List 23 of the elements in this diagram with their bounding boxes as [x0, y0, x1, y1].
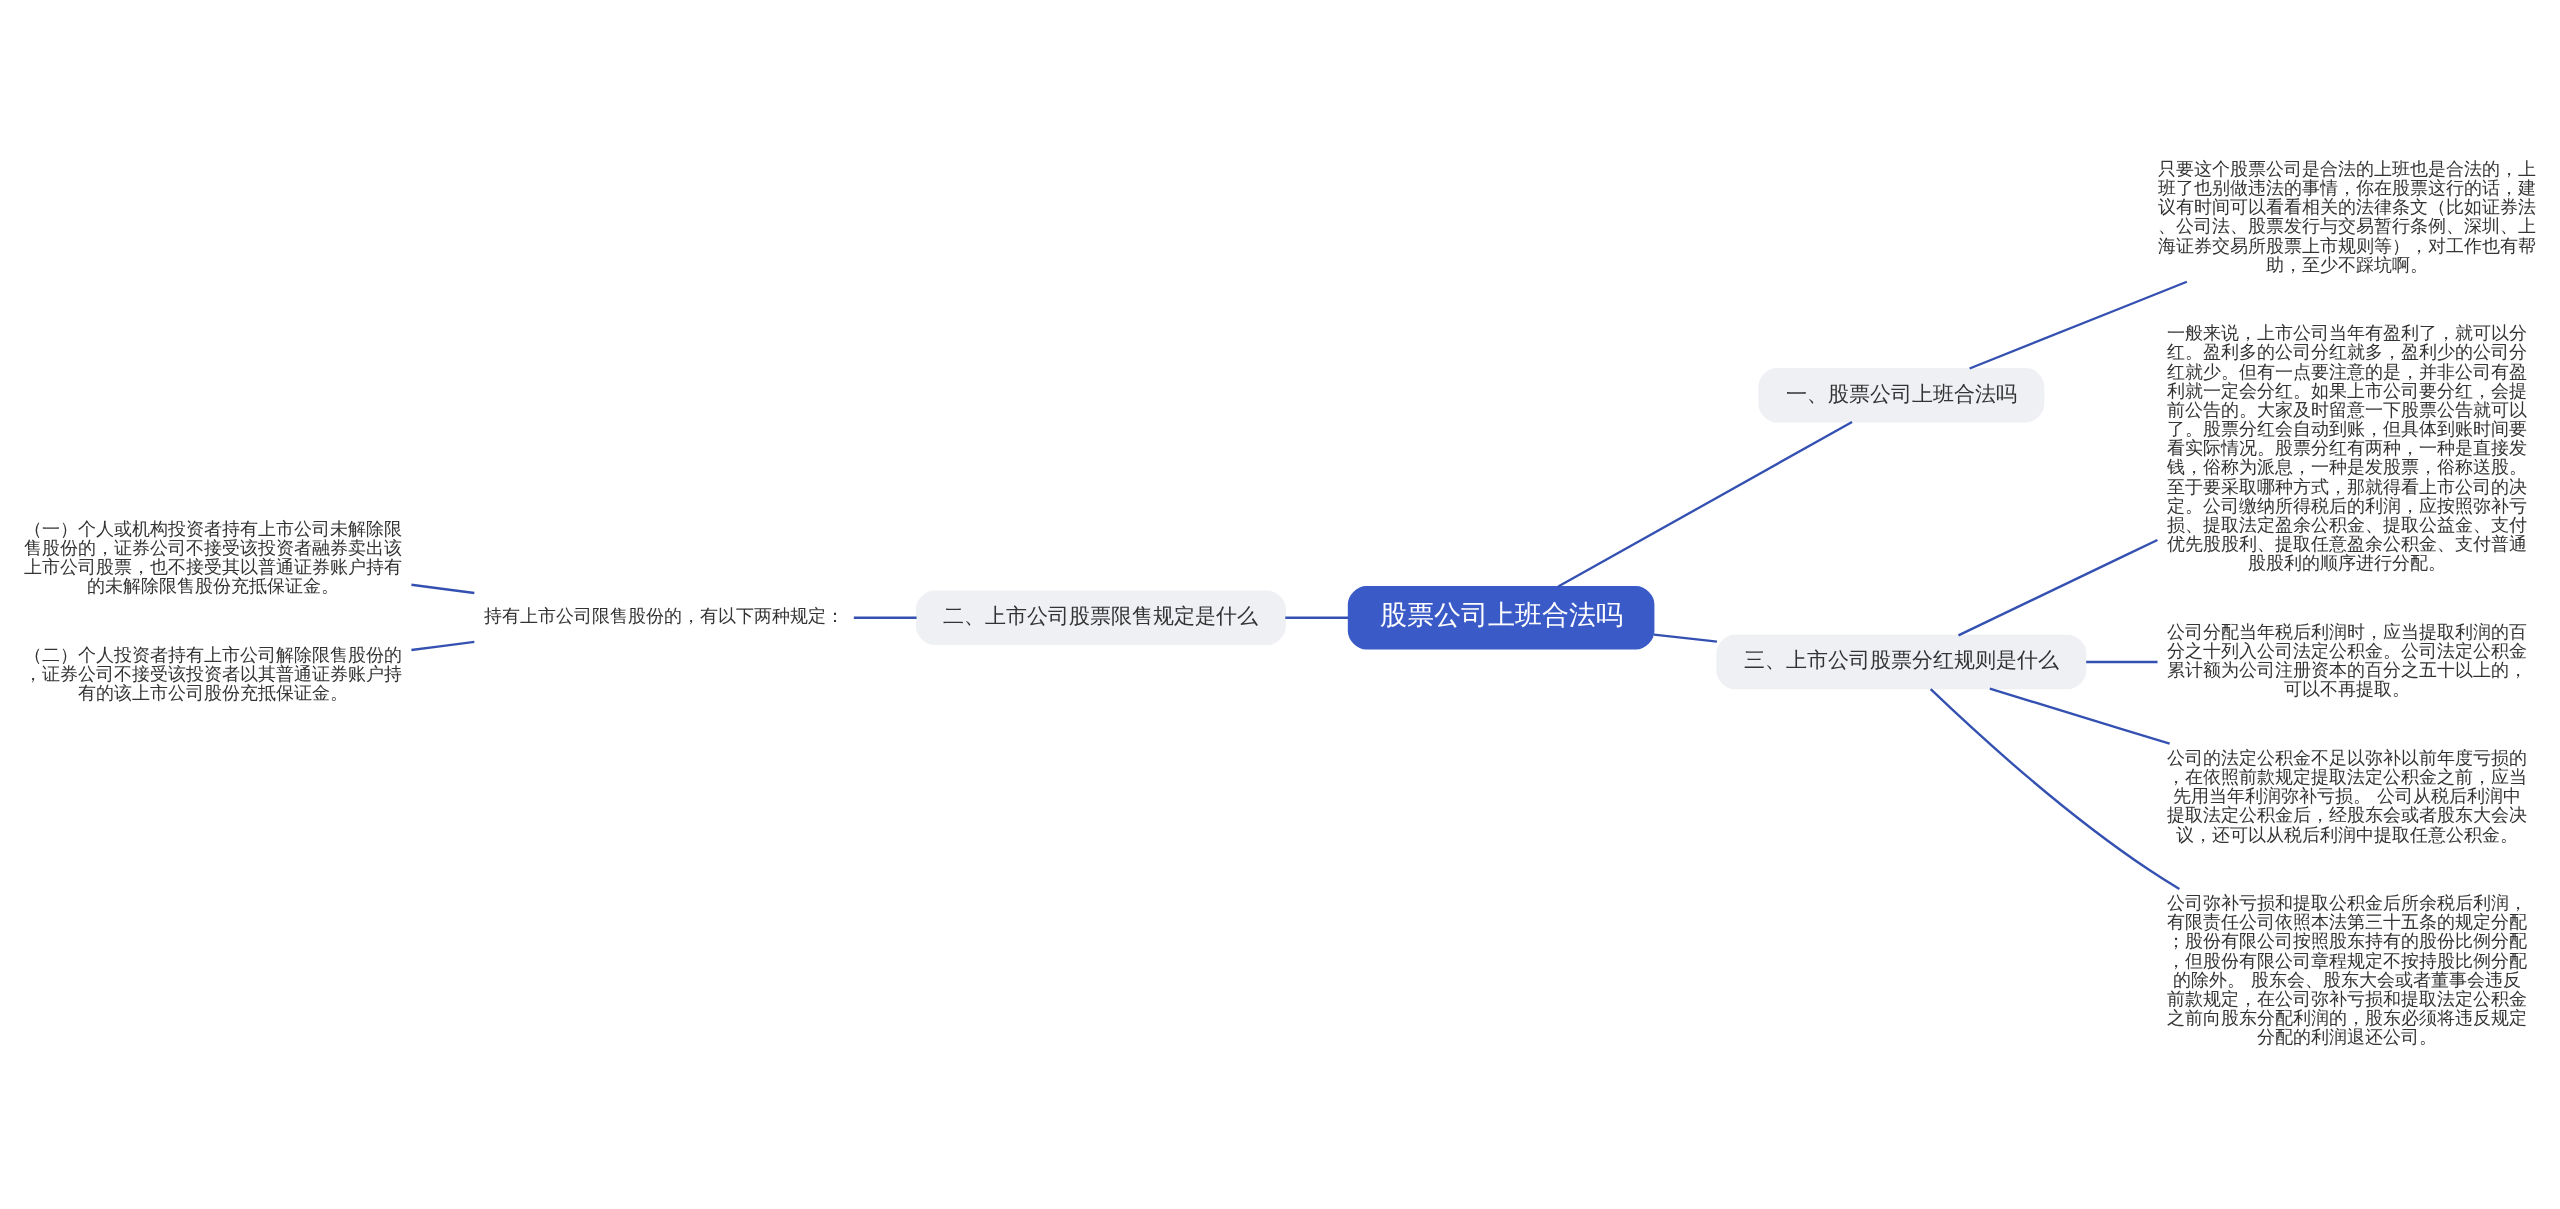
connector	[1929, 688, 2180, 890]
node-text: 只要这个股票公司是合法的上班也是合法的，上班了也别做违法的事情，你在股票这行的话，建议有时间可以看看相关的法律条文（比如证券法、公司法、股票发行与交易暂行条例、深圳、上海证券交易所股票上市规则等），对工作也有帮助，至少不踩坑啊。	[2158, 158, 2537, 275]
connector	[2086, 660, 2158, 664]
connector	[1557, 420, 1853, 588]
node-text: 持有上市公司限售股份的，有以下两种规定：	[483, 606, 844, 627]
connector	[1285, 616, 1348, 619]
node-box: 三、上市公司股票分红规则是什么	[1716, 634, 2087, 690]
node-text: （一）个人或机构投资者持有上市公司未解除限售股份的，证券公司不接受该投资者融券卖出该上市公司股票，也不接受其以普通证券账户持有的未解除限售股份充抵保证金。	[23, 518, 402, 597]
node-text: 公司分配当年税后利润时，应当提取利润的百分之十列入公司法定公积金。公司法定公积金累计额为公司注册资本的百分之五十以上的，可以不再提取。	[2167, 621, 2528, 700]
connector	[1653, 633, 1718, 643]
node-text: 公司的法定公积金不足以弥补以前年度亏损的，在依照前款规定提取法定公积金之前，应当先用当年利润弥补亏损。 公司从税后利润中提取法定公积金后，经股东会或者股东大会决议，还可以从税后利润中提取任意公积金。	[2167, 747, 2528, 845]
node-text: 公司弥补亏损和提取公积金后所余税后利润，有限责任公司依照本法第三十五条的规定分配；股份有限公司按照股东持有的股份比例分配，但股份有限公司章程规定不按持股比例分配的除外。 股东会、股东大会或者董事会违反前款规定，在公司弥补亏损和提取法定公积金之前向股东分配利润的，股东必须将违反规定分配的利润退还公司。	[2167, 893, 2528, 1048]
node-box: 一、股票公司上班合法吗	[1758, 367, 2045, 423]
node-box: 二、上市公司股票限售规定是什么	[915, 590, 1286, 646]
connector	[411, 583, 475, 595]
connector	[1989, 687, 2170, 745]
node-text: （二）个人投资者持有上市公司解除限售股份的，证券公司不接受该投资者以其普通证券账户持有的该上市公司股份充抵保证金。	[23, 644, 402, 703]
connector	[853, 616, 917, 619]
connector	[1957, 538, 2158, 637]
node-text: 一般来说，上市公司当年有盈利了，就可以分红。盈利多的公司分红就多，盈利少的公司分红就少。但有一点要注意的是，并非公司有盈利就一定会分红。如果上市公司要分红，会提前公告的。大家及时留意一下股票公告就可以了。股票分红会自动到账，但具体到账时间要看实际情况。股票分红有两种，一种是直接发钱，俗称为派息，一种是发股票，俗称送股。至于要采取哪种方式，那就得看上市公司的决定。公司缴纳所得税后的利润，应按照弥补亏损、提取法定盈余公积金、提取公益金、支付优先股股利、提取任意盈余公积金、支付普通股股利的顺序进行分配。	[2167, 323, 2528, 574]
connector	[1969, 280, 2188, 370]
connector	[411, 640, 475, 652]
node-box: 股票公司上班合法吗	[1347, 586, 1655, 650]
